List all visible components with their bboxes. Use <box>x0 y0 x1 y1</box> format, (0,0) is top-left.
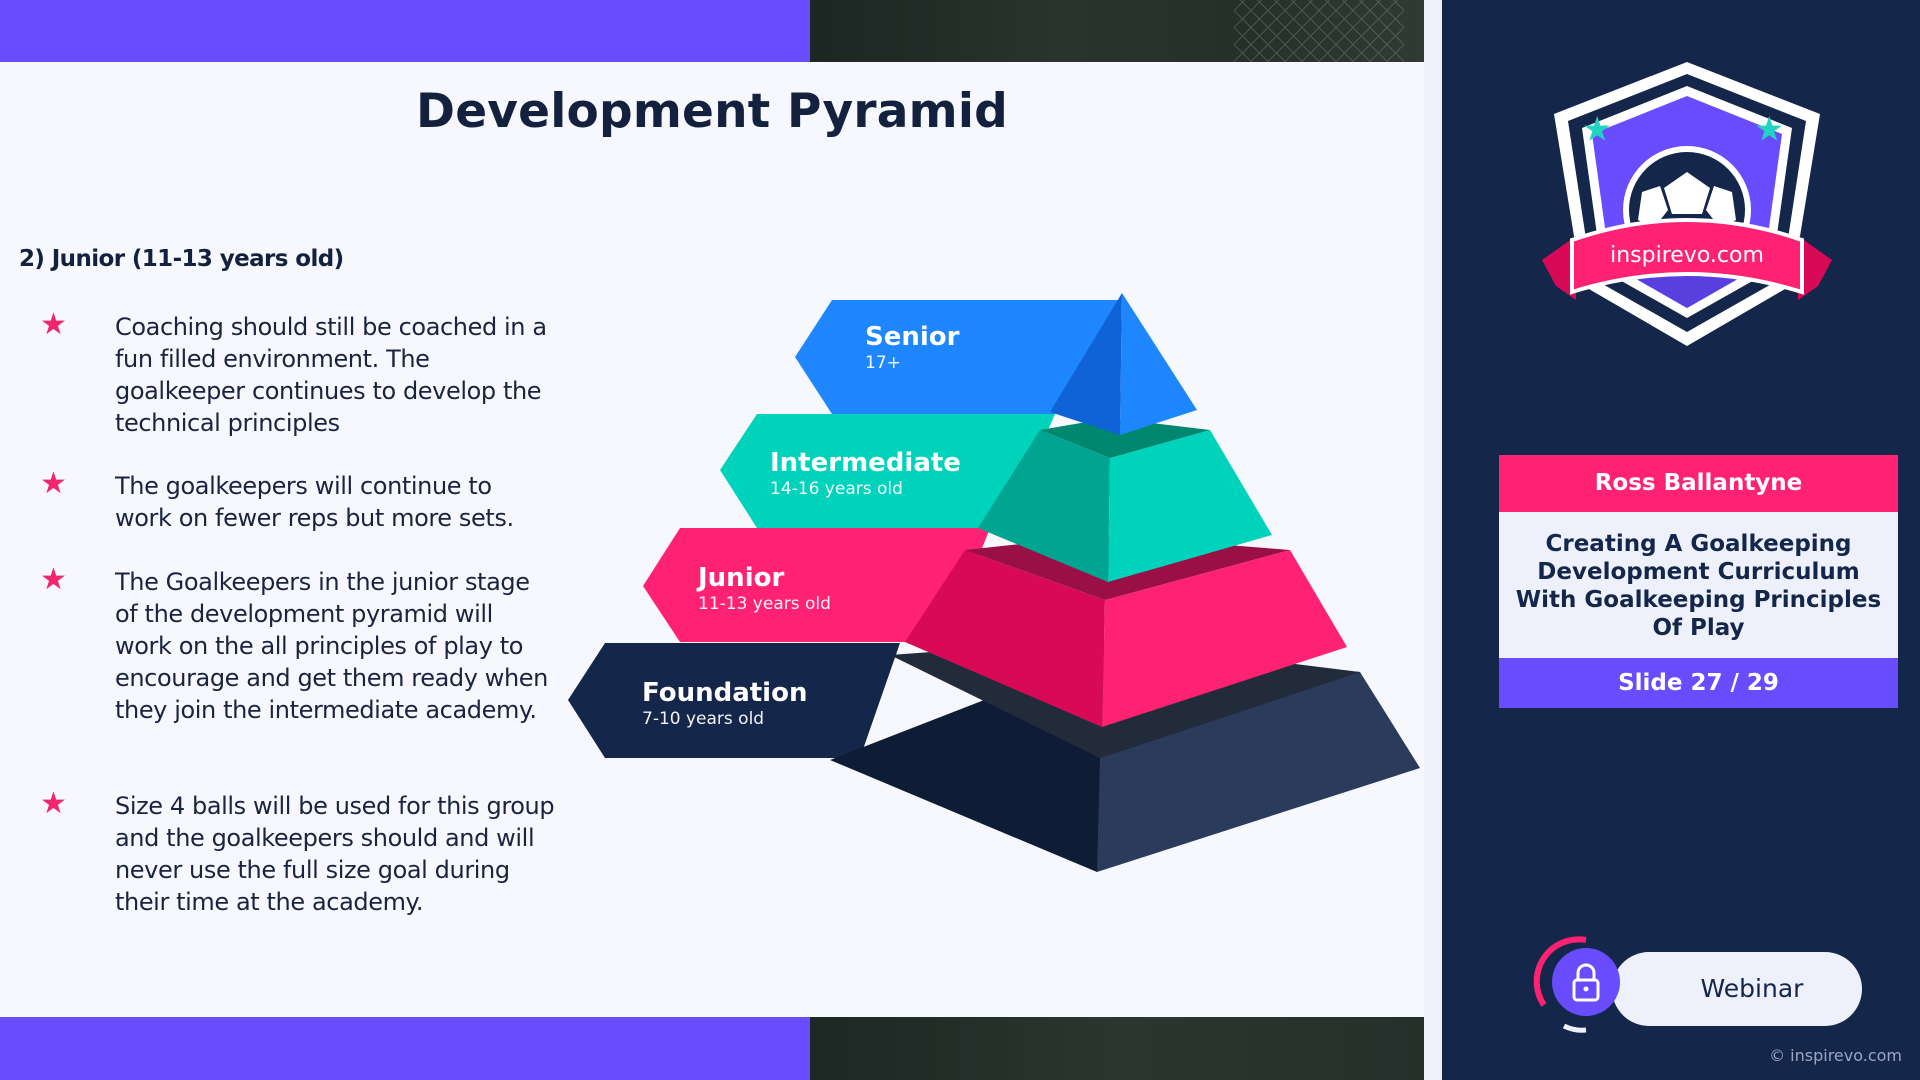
top-photo-strip <box>810 0 1424 62</box>
pyramid-label-senior: Senior 17+ <box>865 322 959 374</box>
bullet-text: Size 4 balls will be used for this group… <box>115 792 555 916</box>
intermediate-side-right <box>1108 430 1272 582</box>
section-heading: 2) Junior (11-13 years old) <box>19 246 344 272</box>
tier-name: Foundation <box>642 678 808 708</box>
webinar-info-card: Ross Ballantyne Creating A Goalkeeping D… <box>1499 455 1898 708</box>
sidebar: inspirevo.com Ross Ballantyne Creating A… <box>1424 0 1920 1080</box>
tier-name: Senior <box>865 322 960 352</box>
tier-age: 7-10 years old <box>642 709 765 729</box>
star-icon: ★ <box>40 308 67 341</box>
top-band <box>0 0 810 62</box>
tier-name: Intermediate <box>770 448 961 478</box>
foundation-tag <box>568 643 900 758</box>
pyramid-label-foundation: Foundation 7-10 years old <box>642 678 807 730</box>
star-icon: ★ <box>40 563 67 596</box>
junior-side-right <box>1102 550 1347 727</box>
copyright: © inspirevo.com <box>1769 1046 1902 1065</box>
bullet-text: Coaching should still be coached in a fu… <box>115 313 547 437</box>
star-icon: ★ <box>40 467 67 500</box>
bullet-text: The goalkeepers will continue to work on… <box>115 472 514 532</box>
webinar-title: Creating A Goalkeeping Development Curri… <box>1499 512 1898 658</box>
tier-age: 14-16 years old <box>770 479 903 499</box>
sidebar-panel: inspirevo.com Ross Ballantyne Creating A… <box>1442 0 1920 1080</box>
bottom-photo-strip <box>810 1017 1424 1080</box>
shield-logo-icon: inspirevo.com <box>1542 62 1832 346</box>
star-icon: ★ <box>40 787 67 820</box>
senior-side-right <box>1120 293 1197 435</box>
tier-name: Junior <box>698 563 785 593</box>
pyramid-graphic <box>568 293 1420 872</box>
bullet-text: The Goalkeepers in the junior stage of t… <box>115 568 548 724</box>
slide-counter: Slide 27 / 29 <box>1499 658 1898 708</box>
webinar-button[interactable]: Webinar <box>1612 952 1862 1026</box>
presenter-name: Ross Ballantyne <box>1499 455 1898 512</box>
intermediate-side-left <box>978 430 1110 582</box>
slide-title: Development Pyramid <box>416 84 1008 139</box>
bottom-band <box>0 1017 810 1080</box>
slide: Development Pyramid 2) Junior (11-13 yea… <box>0 0 1424 1080</box>
pyramid-label-junior: Junior 11-13 years old <box>698 563 831 615</box>
senior-side-left <box>1050 293 1122 435</box>
lock-icon[interactable] <box>1524 930 1634 1040</box>
senior-tag <box>795 300 1120 414</box>
goal-net-image <box>1234 0 1404 62</box>
junior-tag <box>643 528 990 642</box>
pyramid-label-intermediate: Intermediate 14-16 years old <box>770 448 961 500</box>
tier-age: 11-13 years old <box>698 594 831 614</box>
intermediate-tag <box>720 414 1055 528</box>
junior-side-left <box>905 550 1105 727</box>
tier-age: 17+ <box>865 353 901 373</box>
logo-text: inspirevo.com <box>1610 243 1764 268</box>
foundation-side-right <box>1097 672 1420 872</box>
intermediate-top <box>1040 418 1210 458</box>
